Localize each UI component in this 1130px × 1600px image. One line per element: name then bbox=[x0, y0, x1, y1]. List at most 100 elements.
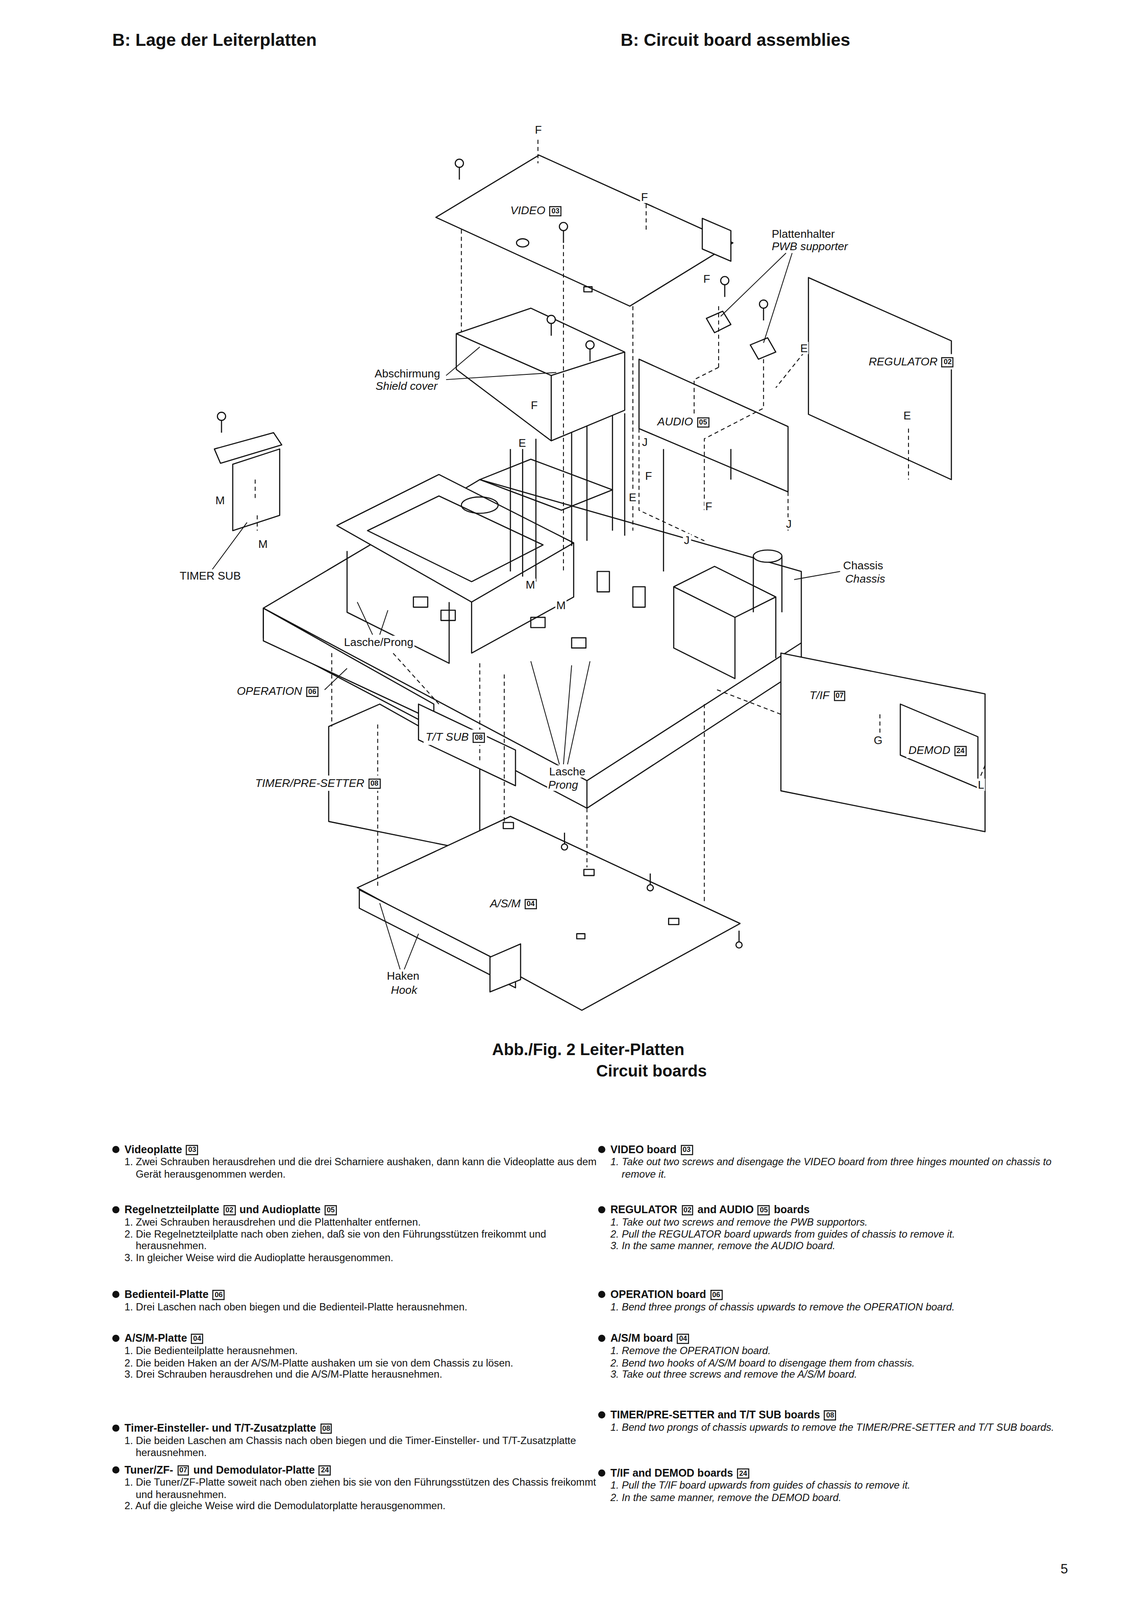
connection-letter: L bbox=[977, 779, 986, 792]
board-code: 08 bbox=[320, 1424, 333, 1435]
instruction-step: 1. Drei Laschen nach oben biegen und die… bbox=[124, 1301, 603, 1313]
instruction-step: 1. Die beiden Laschen am Chassis nach ob… bbox=[124, 1435, 603, 1459]
part-label: Haken bbox=[385, 969, 421, 983]
board-code: 03 bbox=[549, 206, 562, 217]
board-code: 06 bbox=[710, 1290, 723, 1301]
board-code: 02 bbox=[941, 357, 954, 368]
bullet bbox=[598, 1335, 606, 1343]
part-label: Abschirmung bbox=[373, 367, 442, 381]
bullet bbox=[598, 1469, 606, 1478]
heading-text: TIMER/PRE-SETTER and T/T SUB boards bbox=[610, 1408, 821, 1421]
figure-caption: Circuit boards bbox=[595, 1061, 708, 1083]
instruction-group: Regelnetzteilplatte02und Audioplatte051.… bbox=[124, 1203, 603, 1265]
board-name: OPERATION bbox=[236, 684, 303, 698]
instruction-step: 2. Auf die gleiche Weise wird die Demodu… bbox=[124, 1500, 603, 1513]
board-code: 03 bbox=[680, 1145, 693, 1156]
instruction-heading: OPERATION board06 bbox=[610, 1288, 1076, 1302]
instruction-group: T/IF and DEMOD boards241. Pull the T/IF … bbox=[610, 1466, 1076, 1504]
board-code: 04 bbox=[677, 1334, 690, 1345]
part-label: Chassis bbox=[844, 572, 887, 585]
instruction-step: 3. In gleicher Weise wird die Audioplatt… bbox=[124, 1252, 603, 1264]
connection-letter: F bbox=[702, 272, 712, 285]
instruction-group: Bedienteil-Platte061. Drei Laschen nach … bbox=[124, 1288, 603, 1313]
board-name: TIMER/PRE-SETTER bbox=[255, 776, 365, 790]
connection-letter: J bbox=[785, 517, 793, 531]
heading-text: Regelnetzteilplatte bbox=[124, 1203, 220, 1217]
video-board bbox=[435, 155, 733, 307]
instruction-step: 2. Pull the REGULATOR board upwards from… bbox=[610, 1228, 1076, 1241]
instruction-group: VIDEO board031. Take out two screws and … bbox=[610, 1143, 1076, 1181]
page-number: 5 bbox=[1059, 1563, 1070, 1577]
instruction-group: A/S/M-Platte041. Die Bedienteilplatte he… bbox=[124, 1332, 603, 1381]
heading-text: Bedienteil-Platte bbox=[124, 1288, 209, 1301]
instruction-step: 3. Take out three screws and remove the … bbox=[610, 1368, 1076, 1381]
connection-letter: F bbox=[640, 190, 650, 204]
bullet bbox=[112, 1424, 120, 1433]
instruction-step: 1. Pull the T/IF board upwards from guid… bbox=[610, 1480, 1076, 1492]
connection-letter: E bbox=[627, 491, 638, 504]
instruction-heading: Timer-Einsteller- und T/T-Zusatzplatte08 bbox=[124, 1421, 603, 1436]
instruction-group: A/S/M board041. Remove the OPERATION boa… bbox=[610, 1332, 1076, 1381]
bullet bbox=[112, 1335, 120, 1343]
heading-text: Videoplatte bbox=[124, 1143, 183, 1156]
heading-text: und Audioplatte bbox=[239, 1203, 321, 1217]
instruction-step: 1. Die Tuner/ZF-Platte soweit nach oben … bbox=[124, 1477, 603, 1501]
heading-text: A/S/M board bbox=[610, 1332, 674, 1345]
board-code: 02 bbox=[681, 1205, 694, 1217]
board-code: 24 bbox=[954, 746, 967, 757]
board-name: A/S/M bbox=[489, 897, 521, 910]
instruction-heading: Videoplatte03 bbox=[124, 1143, 603, 1157]
connection-letter: J bbox=[641, 435, 649, 449]
connection-letter: E bbox=[902, 409, 912, 422]
part-label: Shield cover bbox=[374, 379, 439, 393]
instruction-step: 2. Die beiden Haken an der A/S/M-Platte … bbox=[124, 1357, 603, 1369]
bullet bbox=[112, 1146, 120, 1154]
board-code: 05 bbox=[324, 1205, 337, 1217]
board-code: 08 bbox=[368, 779, 381, 790]
instruction-heading: REGULATOR02and AUDIO05boards bbox=[610, 1203, 1076, 1217]
part-label: Lasche/Prong bbox=[342, 635, 414, 649]
board-label: TIMER/PRE-SETTER08 bbox=[253, 775, 383, 792]
instruction-step: 2. Die Regelnetzteilplatte nach oben zie… bbox=[124, 1228, 603, 1253]
board-name: AUDIO bbox=[657, 415, 693, 429]
board-code: 08 bbox=[824, 1411, 837, 1422]
heading-text: Tuner/ZF- bbox=[124, 1463, 174, 1477]
board-name: T/IF bbox=[809, 689, 830, 702]
connection-letter: M bbox=[555, 599, 567, 612]
instruction-step: 2. In the same manner, remove the DEMOD … bbox=[610, 1491, 1076, 1504]
part-label: Lasche bbox=[548, 765, 587, 779]
part-label: Chassis bbox=[842, 559, 885, 572]
part-label: Hook bbox=[389, 983, 419, 997]
connection-letter: J bbox=[683, 533, 691, 547]
instruction-step: 3. In the same manner, remove the AUDIO … bbox=[610, 1240, 1076, 1252]
page-heading: B: Lage der Leiterplatten bbox=[112, 30, 317, 51]
heading-text: OPERATION board bbox=[610, 1288, 707, 1301]
connection-letter: M bbox=[257, 537, 269, 551]
instruction-heading: A/S/M board04 bbox=[610, 1332, 1076, 1346]
bullet bbox=[598, 1146, 606, 1154]
instruction-step: 1. Remove the OPERATION board. bbox=[610, 1345, 1076, 1358]
heading-text: T/IF and DEMOD boards bbox=[610, 1466, 734, 1480]
board-code: 03 bbox=[186, 1145, 199, 1156]
board-name: VIDEO bbox=[510, 203, 546, 217]
bullet bbox=[112, 1291, 120, 1299]
board-code: 04 bbox=[524, 899, 537, 910]
instruction-step: 1. Bend three prongs of chassis upwards … bbox=[610, 1301, 1076, 1313]
instruction-group: OPERATION board061. Bend three prongs of… bbox=[610, 1288, 1076, 1313]
board-label: OPERATION06 bbox=[234, 683, 321, 700]
instruction-step: 1. Zwei Schrauben herausdrehen und die d… bbox=[124, 1156, 603, 1181]
board-name: DEMOD bbox=[908, 744, 951, 757]
board-label: T/T SUB08 bbox=[423, 729, 488, 746]
board-code: 06 bbox=[212, 1290, 225, 1301]
audio-board bbox=[638, 359, 789, 493]
connection-letter: F bbox=[704, 500, 714, 513]
board-label: DEMOD24 bbox=[906, 743, 969, 759]
heading-text: A/S/M-Platte bbox=[124, 1332, 188, 1345]
board-code: 05 bbox=[757, 1205, 770, 1217]
bullet bbox=[112, 1466, 120, 1475]
bullet bbox=[598, 1291, 606, 1299]
board-code: 02 bbox=[223, 1205, 236, 1217]
instruction-step: 1. Zwei Schrauben herausdrehen und die P… bbox=[124, 1216, 603, 1229]
instruction-heading: T/IF and DEMOD boards24 bbox=[610, 1466, 1076, 1481]
part-label: TIMER SUB bbox=[178, 569, 242, 582]
